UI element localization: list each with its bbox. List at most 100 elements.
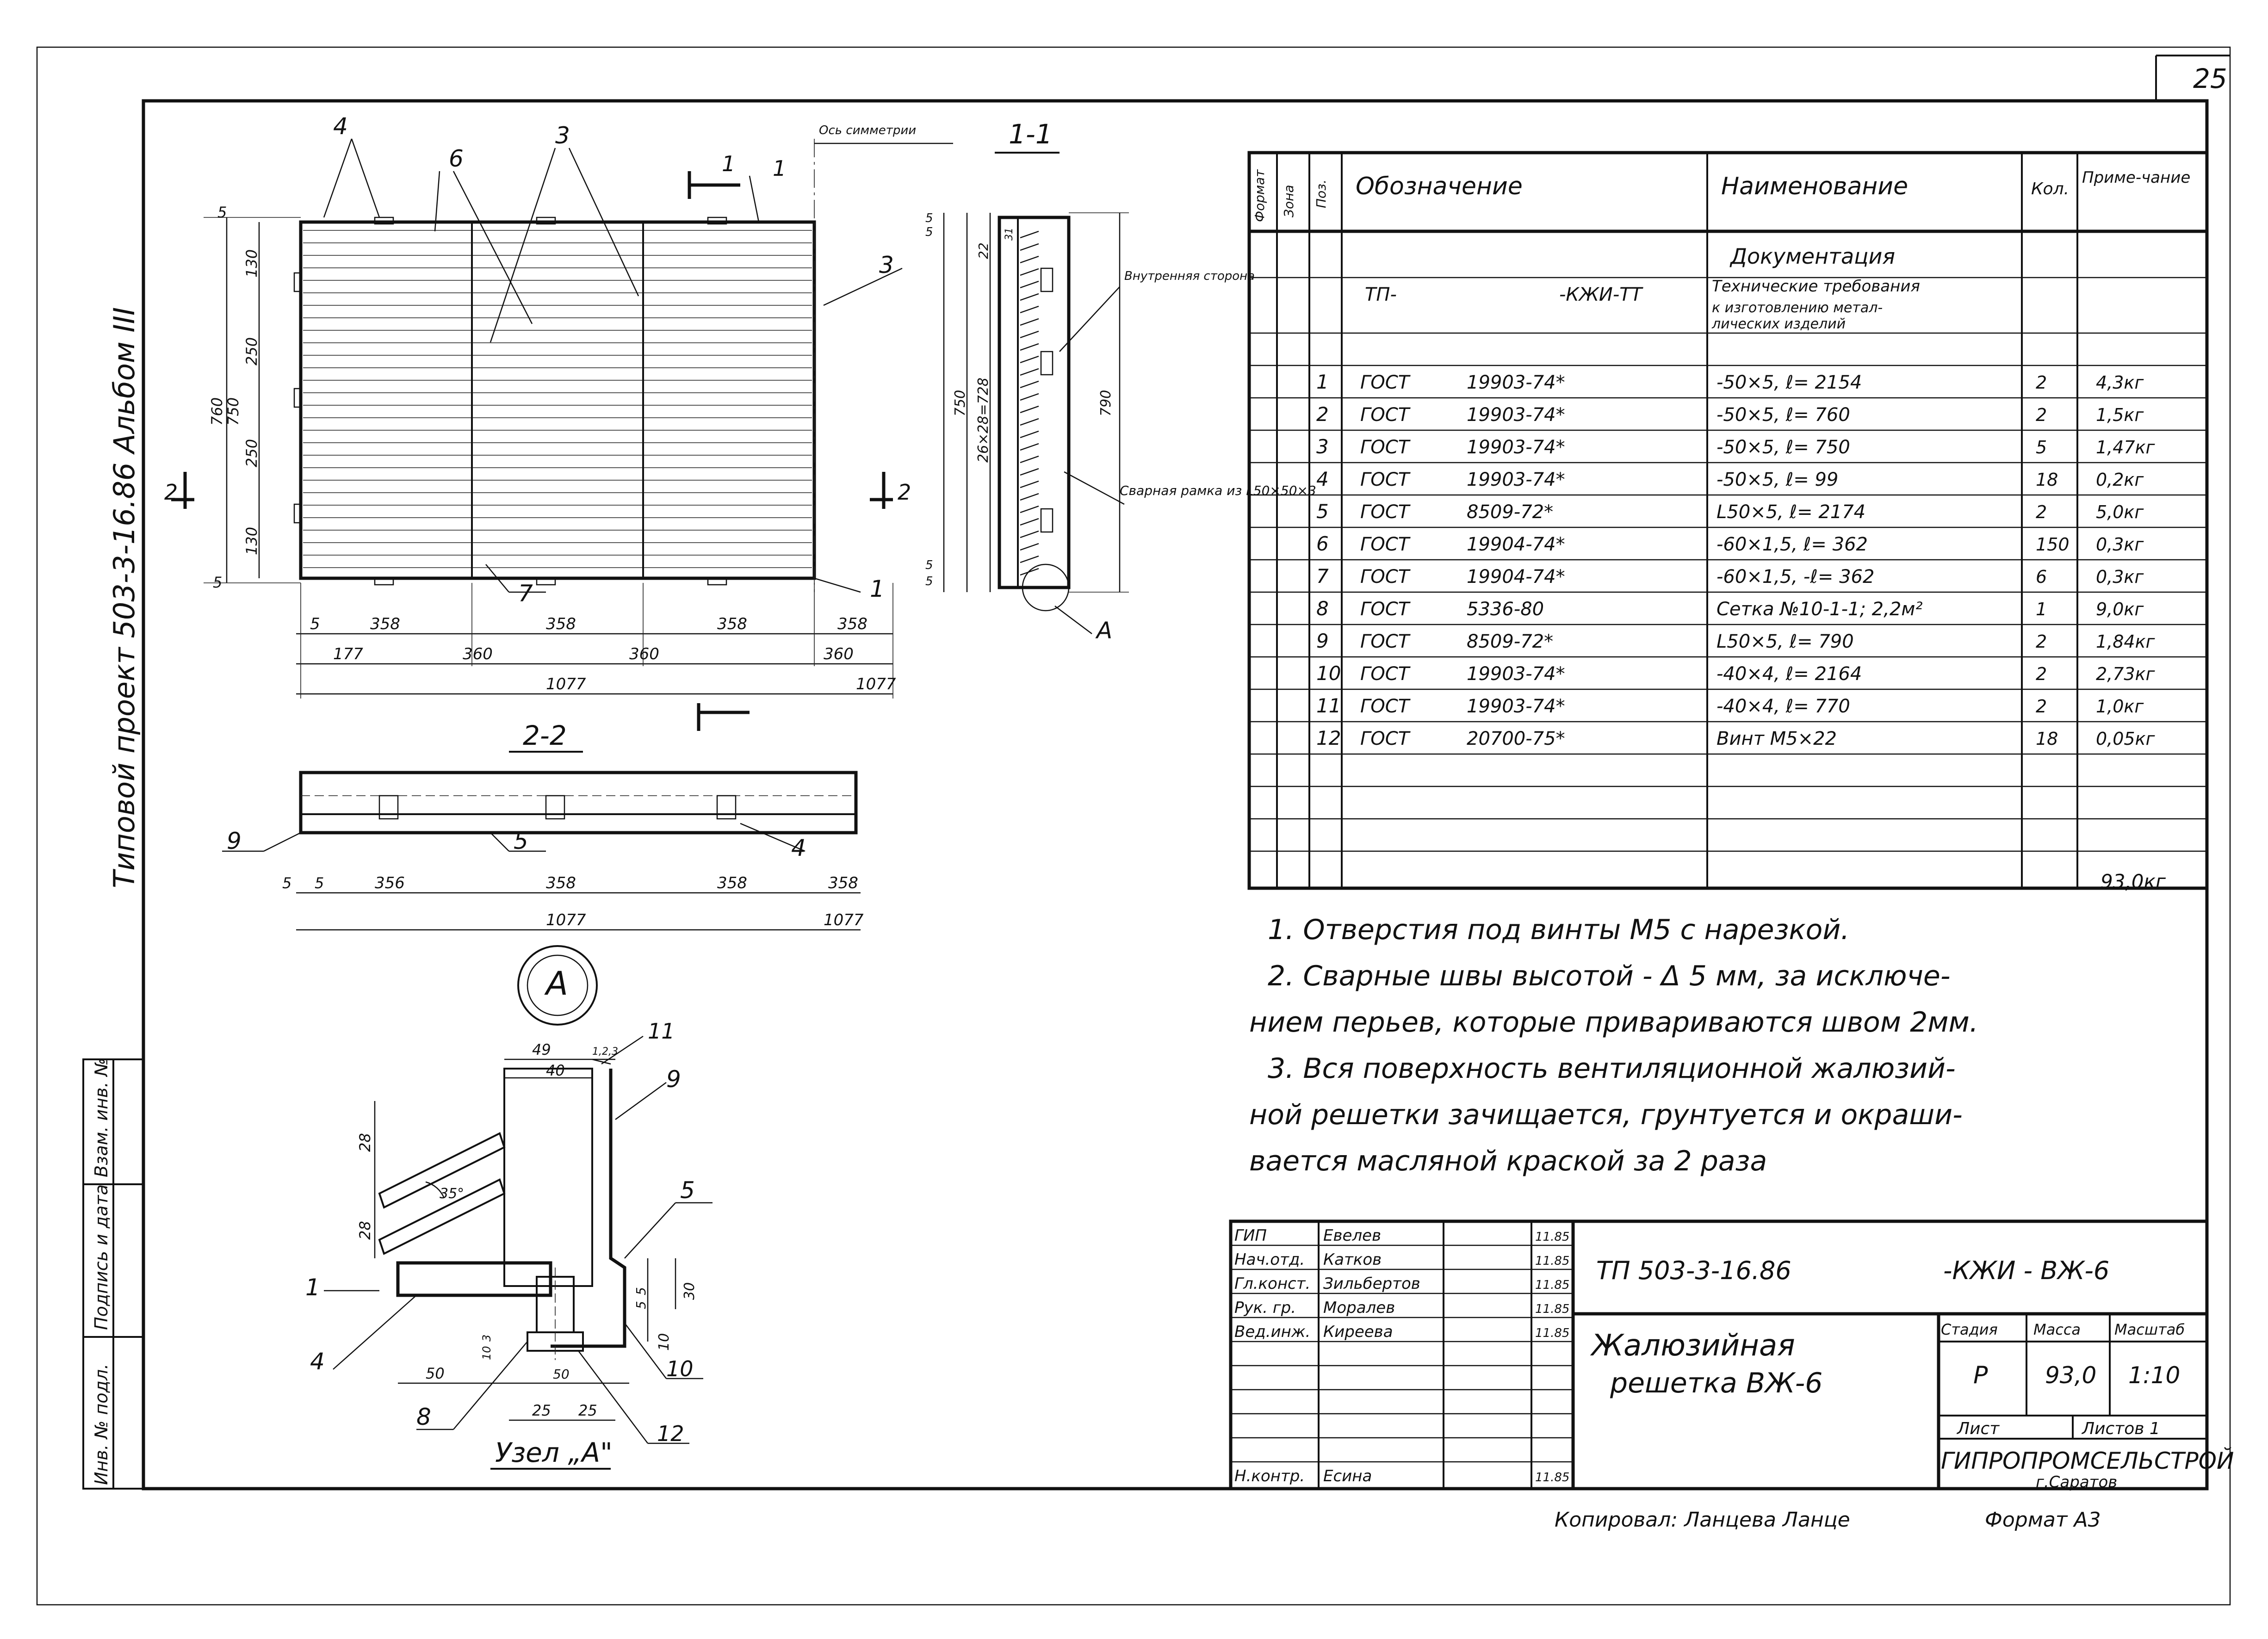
spec-pos: 1	[1316, 371, 1329, 393]
tb-name: Зильбертов	[1323, 1274, 1420, 1293]
vdim-250-a: 250	[243, 337, 260, 365]
callout-3: 3	[555, 122, 570, 149]
spec-qty: 6	[2036, 567, 2047, 587]
spec-std: ГОСТ	[1360, 372, 1411, 393]
sheet-format: Формат А3	[1985, 1508, 2101, 1532]
vdim-760: 760	[208, 397, 226, 426]
tb-sheet-label: Лист	[1956, 1419, 2000, 1438]
main-front-view: Ось симметрии 4 6 3 1 1 2 2 3 7 1 5 130 …	[164, 113, 953, 731]
spec-std-number: 5336-80	[1467, 599, 1544, 620]
spec-pos: 3	[1316, 435, 1329, 458]
s22-callout-4: 4	[791, 835, 806, 861]
s11-inner-side-label: Внутренняя сторона	[1124, 269, 1255, 283]
spec-std-number: 19903-74*	[1467, 663, 1565, 685]
hdim-177: 177	[333, 645, 363, 663]
section-2-right: 2	[898, 480, 911, 505]
node-callout-9: 9	[666, 1066, 681, 1093]
tb-date: 11.85	[1535, 1278, 1569, 1292]
hdim-5: 5	[310, 615, 320, 633]
hdr-designation: Обозначение	[1356, 173, 1523, 200]
s22-callout-5: 5	[514, 828, 528, 854]
tb-date: 11.85	[1535, 1230, 1569, 1244]
node-dim-3: 3	[480, 1335, 493, 1342]
section-blade	[1020, 518, 1039, 526]
note-3: 3. Вся поверхность вентиляционной жалюзи…	[1268, 1052, 1956, 1085]
node-callout-4: 4	[310, 1348, 325, 1375]
node-callout-10: 10	[666, 1356, 694, 1381]
section-blade	[1020, 343, 1039, 351]
node-dim-49: 49	[532, 1041, 551, 1058]
vdim-5-top: 5	[217, 204, 227, 221]
section-11-blades	[1020, 230, 1039, 576]
spec-name: -40×4, ℓ= 2164	[1716, 663, 1862, 685]
strip-inv-no: Инв. № подл.	[91, 1364, 112, 1485]
section-blade	[1020, 393, 1039, 401]
spec-name: -50×5, ℓ= 750	[1716, 437, 1850, 458]
spec-std: ГОСТ	[1360, 404, 1411, 426]
tb-sheets-label: Листов 1	[2081, 1419, 2160, 1438]
detail-node-a: А 49 1,2,3 40 28 28 35° 5 5 30 10 3 10 5…	[305, 945, 713, 1470]
hdim-358-d: 358	[837, 615, 868, 633]
vdim-130-bottom: 130	[243, 527, 260, 555]
spec-std-number: 19903-74*	[1467, 404, 1565, 426]
spec-qty: 18	[2036, 470, 2058, 490]
vdim-750: 750	[224, 397, 242, 426]
spec-section-docs: Документация	[1729, 244, 1895, 269]
spec-std-number: 19904-74*	[1467, 566, 1565, 588]
tb-name: Есина	[1323, 1467, 1372, 1485]
section-blade	[1020, 293, 1039, 301]
tb-city: г.Саратов	[2036, 1473, 2117, 1491]
drawing-frame	[142, 99, 2209, 1491]
tb-mass: 93,0	[2045, 1362, 2096, 1389]
node-callout-12: 12	[657, 1421, 684, 1446]
callout-6: 6	[449, 145, 464, 172]
tb-date: 11.85	[1535, 1326, 1569, 1340]
doc-name-2: к изготовлению метал-	[1712, 300, 1883, 316]
side-label: Типовой проект 503-3-16.86 Альбом III	[107, 307, 141, 888]
spec-note: 1,5кг	[2096, 405, 2144, 425]
s22-dim-1077-half: 1077	[546, 911, 586, 929]
tb-role: Н.контр.	[1234, 1467, 1305, 1485]
tb-title-2: решетка ВЖ-6	[1610, 1367, 1822, 1399]
section-blade	[1020, 368, 1039, 376]
outer-trim-frame	[36, 46, 2231, 1606]
spec-std: ГОСТ	[1360, 631, 1411, 652]
spec-std-number: 19904-74*	[1467, 534, 1565, 555]
node-callout-5: 5	[680, 1177, 695, 1204]
hdim-358-c: 358	[717, 615, 747, 633]
spec-std: ГОСТ	[1360, 566, 1411, 588]
section-blade	[1020, 455, 1039, 464]
callout-3-right: 3	[879, 252, 894, 278]
spec-note: 4,3кг	[2096, 372, 2144, 393]
spec-std: ГОСТ	[1360, 599, 1411, 620]
spec-std-number: 20700-75*	[1467, 728, 1565, 749]
copied-by: Копировал: Ланцева Ланце	[1555, 1508, 1850, 1532]
node-dim-50-left: 50	[426, 1365, 445, 1382]
spec-std: ГОСТ	[1360, 534, 1411, 555]
tb-col-mass: Масса	[2033, 1321, 2081, 1338]
s11-dim-5c: 5	[925, 558, 933, 572]
section-blade	[1020, 505, 1039, 513]
spec-name: -50×5, ℓ= 99	[1716, 469, 1838, 490]
louvre-blades	[303, 230, 812, 568]
section-blade	[1020, 543, 1039, 551]
tb-name: Евелев	[1323, 1226, 1381, 1245]
s22-dim-356: 356	[375, 874, 405, 892]
spec-qty: 2	[2036, 502, 2047, 522]
panel-outline	[299, 220, 816, 580]
tb-date: 11.85	[1535, 1302, 1569, 1316]
spec-pos: 11	[1316, 694, 1341, 717]
tb-col-scale: Масштаб	[2114, 1321, 2185, 1338]
node-dim-40: 40	[546, 1062, 565, 1079]
spec-std: ГОСТ	[1360, 663, 1411, 685]
tb-date: 11.85	[1535, 1471, 1569, 1484]
spec-pos: 5	[1316, 500, 1329, 523]
note-3c: вается масляной краской за 2 раза	[1249, 1145, 1767, 1177]
spec-std-number: 19903-74*	[1467, 437, 1565, 458]
spec-name: Сетка №10-1-1; 2,2м²	[1716, 599, 1923, 620]
